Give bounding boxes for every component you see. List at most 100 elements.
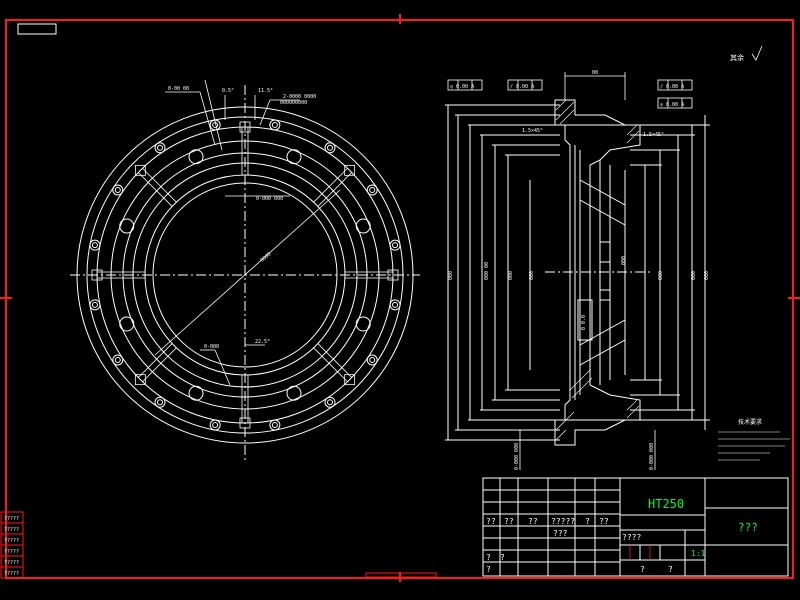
notes-heading: 技术要求 <box>738 418 762 426</box>
outer-bolt-hole-inner <box>114 186 121 193</box>
part-name-label: ??? <box>738 521 758 534</box>
rib-edge <box>313 347 348 383</box>
outer-bolt-hole <box>209 119 221 131</box>
outer-bolt-hole <box>389 299 401 311</box>
outer-bolt-hole-inner <box>91 242 98 249</box>
svg-text:◎ 0.00 A: ◎ 0.00 A <box>450 84 474 90</box>
middle-hole <box>188 385 204 401</box>
outer-bolt-hole <box>269 419 281 431</box>
svg-text:0-000 000: 0-000 000 <box>514 443 520 470</box>
outer-bolt-hole-inner <box>392 242 399 249</box>
svg-text:000: 000 <box>658 271 664 280</box>
material-label: HT250 <box>648 497 684 511</box>
drawing-number-box <box>17 23 57 35</box>
rib-pad <box>91 269 103 281</box>
front-annotations <box>165 79 300 386</box>
side-stamp-text-6: ????? <box>4 571 19 577</box>
rib-edge <box>142 167 177 203</box>
section-leaders <box>519 430 656 470</box>
svg-text:000000000: 000000000 <box>280 100 307 106</box>
technical-notes: 技术要求 <box>718 418 790 461</box>
middle-hole <box>286 385 302 401</box>
outer-bolt-hole <box>112 354 124 366</box>
title-block-cells: ?? ?? ?? ????? ? ?? ??? ? ? ???? ? ? ? <box>486 517 673 574</box>
tb-cell-9: ???? <box>622 533 641 542</box>
svg-text:000: 000 <box>704 271 710 280</box>
svg-text:000: 000 <box>529 271 535 280</box>
svg-text:0 0.0: 0 0.0 <box>581 315 587 330</box>
rib-pad <box>134 164 146 176</box>
outer-bolt-hole <box>366 184 378 196</box>
side-stamp-text-4: ????? <box>4 549 19 555</box>
svg-text:1.5×45°: 1.5×45° <box>643 132 664 138</box>
tb-cell-2: ?? <box>528 517 538 526</box>
svg-text:0-000: 0-000 <box>204 344 219 350</box>
outer-bolt-hole <box>366 354 378 366</box>
svg-text:000: 000 <box>691 271 697 280</box>
tb-cell-11: ? <box>640 565 645 574</box>
side-stamp <box>0 511 24 579</box>
outer-bolt-hole-inner <box>392 301 399 308</box>
rib-pad <box>344 164 356 176</box>
outer-bolt-hole-inner <box>369 186 376 193</box>
rib-edge <box>137 172 173 207</box>
roughness-mark: 其余 <box>730 45 763 62</box>
rib-pad <box>239 121 251 133</box>
middle-hole <box>355 316 371 332</box>
svg-text:0-000 000: 0-000 000 <box>256 196 283 202</box>
outer-bolt-hole-inner <box>327 399 334 406</box>
svg-text:000 00: 000 00 <box>484 262 490 280</box>
tb-cell-6: ??? <box>553 529 568 538</box>
side-stamp-text-2: ????? <box>4 527 19 533</box>
svg-text:0-000 000: 0-000 000 <box>649 443 655 470</box>
outer-bolt-hole-inner <box>327 144 334 151</box>
tb-cell-10: ? <box>486 565 491 574</box>
side-stamp-text-3: ????? <box>4 538 19 544</box>
rib-pad <box>134 374 146 386</box>
bottom-scale-bar <box>365 572 437 578</box>
outer-bolt-hole-inner <box>369 357 376 364</box>
outer-bolt-hole <box>89 239 101 251</box>
middle-hole <box>119 316 135 332</box>
tolerance-frames <box>447 72 693 109</box>
svg-text:000: 000 <box>508 271 514 280</box>
outer-bolt-hole-inner <box>271 121 278 128</box>
svg-text:◎ 0.00 A: ◎ 0.00 A <box>660 102 684 108</box>
outer-bolt-hole <box>89 299 101 311</box>
rib-edge <box>313 167 348 203</box>
outer-bolt-hole <box>154 142 166 154</box>
svg-text:/ 0.00 A: / 0.00 A <box>660 84 684 90</box>
svg-text:000: 000 <box>448 271 454 280</box>
middle-hole <box>119 218 135 234</box>
svg-text:00: 00 <box>592 70 598 76</box>
rib-edge <box>317 172 353 207</box>
tb-cell-12: ? <box>668 565 673 574</box>
svg-text:22.5°: 22.5° <box>255 339 270 345</box>
tb-cell-1: ?? <box>504 517 514 526</box>
outer-bolt-hole <box>209 419 221 431</box>
tb-cell-4: ? <box>585 517 590 526</box>
middle-hole <box>286 149 302 165</box>
outer-bolt-hole-inner <box>212 422 219 429</box>
outer-bolt-hole-inner <box>114 357 121 364</box>
outer-bolt-hole <box>269 119 281 131</box>
roughness-mark-text: 其余 <box>730 53 744 62</box>
svg-text:11.5°: 11.5° <box>258 88 273 94</box>
tb-cell-8: ? <box>500 553 505 562</box>
outer-bolt-hole <box>154 396 166 408</box>
front-view <box>70 85 420 460</box>
middle-hole <box>355 218 371 234</box>
svg-text:/ 0.00 A: / 0.00 A <box>510 84 534 90</box>
section-view <box>445 99 710 446</box>
outer-bolt-hole-inner <box>156 144 163 151</box>
outer-bolt-hole <box>389 239 401 251</box>
section-dim-text: 00 ◎ 0.00 A / 0.00 A / 0.00 A ◎ 0.00 A 1… <box>448 70 710 330</box>
rib-edge <box>142 347 177 383</box>
outer-bolt-hole-inner <box>156 399 163 406</box>
radial-ribs <box>91 121 399 429</box>
rib-pad <box>239 417 251 429</box>
scale-label: 1:1 <box>691 549 706 558</box>
svg-text:1.5×45°: 1.5×45° <box>522 128 543 134</box>
